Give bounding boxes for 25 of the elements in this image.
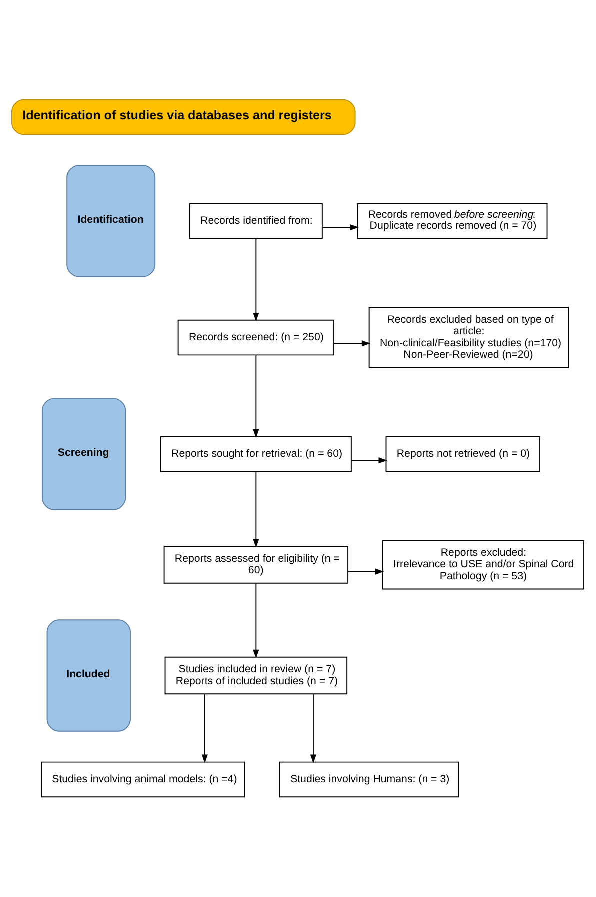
node-box: Records removed before screening: Duplicate records removed (n = 70) — [357, 203, 548, 240]
node-box: Reports sought for retrieval: (n = 60) — [160, 436, 352, 472]
node-box: Included — [46, 620, 131, 732]
node-box: Studies involving Humans: (n = 3) — [279, 762, 460, 798]
node-box: Records screened: (n = 250) — [178, 320, 334, 356]
arrow — [348, 568, 384, 575]
arrow — [310, 694, 317, 764]
node-box: Studies involving animal models: (n =4) — [41, 762, 246, 798]
arrow — [322, 224, 359, 231]
node-box: Records excluded based on type of article: Non-clinical/Feasibility studies (n=170) Non-Peer-Reviewed (n=20) — [368, 307, 570, 368]
arrow — [253, 238, 260, 322]
node-box: Identification of studies via databases and registers — [12, 99, 356, 136]
node-box: Screening — [42, 398, 126, 510]
node-box: Identification — [66, 165, 156, 278]
arrow — [334, 340, 371, 347]
node-box: Records identified from: — [189, 203, 323, 240]
node-box: Reports excluded: Irrelevance to USE and/or Spinal Cord Pathology (n = 53) — [382, 540, 584, 590]
arrow — [253, 354, 260, 438]
arrow — [202, 694, 208, 764]
arrow — [253, 583, 260, 659]
node-box: Reports not retrieved (n = 0) — [386, 436, 540, 472]
arrow — [253, 471, 260, 548]
node-box: Studies included in review (n = 7) Reports of included studies (n = 7) — [164, 656, 348, 695]
arrow — [350, 458, 388, 464]
node-box: Reports assessed for eligibility (n = 60) — [164, 546, 349, 584]
